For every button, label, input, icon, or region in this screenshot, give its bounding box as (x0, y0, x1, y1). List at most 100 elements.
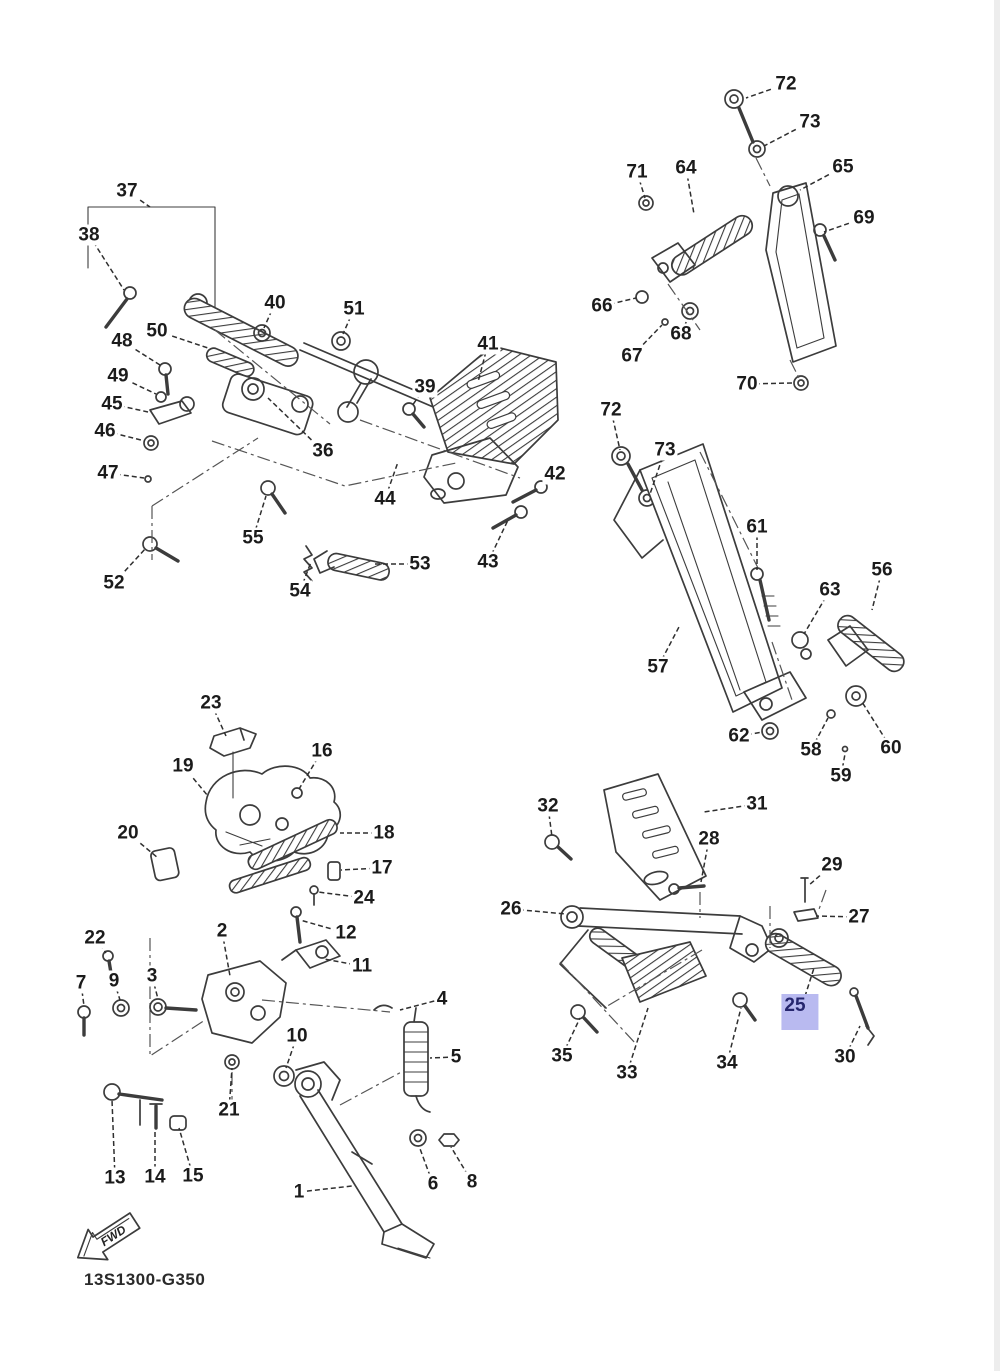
callout-65[interactable]: 65 (830, 156, 856, 178)
callout-34[interactable]: 34 (714, 1052, 740, 1074)
callout-17[interactable]: 17 (369, 857, 395, 879)
callout-16[interactable]: 16 (309, 740, 335, 762)
callout-29[interactable]: 29 (819, 854, 845, 876)
callout-69[interactable]: 69 (851, 207, 877, 229)
callout-22[interactable]: 22 (82, 927, 108, 949)
callout-72-mid[interactable]: 72 (598, 399, 624, 421)
callout-14[interactable]: 14 (142, 1166, 168, 1188)
callout-13[interactable]: 13 (102, 1167, 128, 1189)
callout-5[interactable]: 5 (448, 1046, 464, 1068)
callout-36[interactable]: 36 (310, 440, 336, 462)
leader-line-20 (127, 832, 159, 859)
callout-1[interactable]: 1 (291, 1181, 307, 1203)
callout-21[interactable]: 21 (216, 1099, 242, 1121)
leader-line-45 (111, 403, 149, 413)
left-footrest-bracket-art (611, 443, 905, 753)
callout-20[interactable]: 20 (115, 822, 141, 844)
callout-58[interactable]: 58 (798, 739, 824, 761)
callout-46[interactable]: 46 (92, 420, 118, 442)
callout-45[interactable]: 45 (99, 393, 125, 415)
leader-line-54 (299, 561, 312, 592)
callout-10[interactable]: 10 (284, 1025, 310, 1047)
callout-61[interactable]: 61 (744, 516, 770, 538)
callout-25-highlighted[interactable]: 25 (781, 994, 819, 1030)
callout-26[interactable]: 26 (498, 898, 524, 920)
leader-line-29 (807, 864, 833, 887)
callout-39[interactable]: 39 (412, 376, 438, 398)
leader-line-10 (285, 1035, 298, 1069)
callout-53[interactable]: 53 (407, 553, 433, 575)
callout-35[interactable]: 35 (549, 1045, 575, 1067)
callout-67[interactable]: 67 (619, 345, 645, 367)
leader-line-69 (823, 217, 865, 233)
rear-bracket-art (150, 727, 342, 906)
callout-7[interactable]: 7 (73, 972, 89, 994)
callout-55[interactable]: 55 (240, 527, 266, 549)
callout-24[interactable]: 24 (351, 887, 377, 909)
callout-43[interactable]: 43 (475, 551, 501, 573)
leader-line-44 (384, 461, 399, 500)
callout-18[interactable]: 18 (371, 822, 397, 844)
diagram-code: 13S1300-G350 (84, 1270, 206, 1289)
callout-47[interactable]: 47 (95, 462, 121, 484)
leader-line-72-top (745, 83, 787, 99)
callout-23[interactable]: 23 (198, 692, 224, 714)
callout-3[interactable]: 3 (144, 965, 160, 987)
callout-38[interactable]: 38 (76, 224, 102, 246)
callout-37[interactable]: 37 (114, 180, 140, 202)
gearshift-linkage-art (87, 206, 559, 595)
callout-49[interactable]: 49 (105, 365, 131, 387)
callout-15[interactable]: 15 (180, 1165, 206, 1187)
callout-68[interactable]: 68 (668, 323, 694, 345)
callout-44[interactable]: 44 (372, 488, 398, 510)
callout-19[interactable]: 19 (170, 755, 196, 777)
callout-71[interactable]: 71 (624, 161, 650, 183)
rear-footrest-art (544, 773, 875, 1046)
callout-28[interactable]: 28 (696, 828, 722, 850)
callout-41[interactable]: 41 (475, 333, 501, 355)
leader-line-13 (111, 1099, 116, 1179)
callout-54[interactable]: 54 (287, 580, 313, 602)
callout-70[interactable]: 70 (734, 373, 760, 395)
callout-57[interactable]: 57 (645, 656, 671, 678)
leader-line-72-mid (610, 409, 621, 451)
callout-59[interactable]: 59 (828, 765, 854, 787)
callout-50[interactable]: 50 (144, 320, 170, 342)
leader-line-19 (182, 765, 209, 797)
callout-2[interactable]: 2 (214, 920, 230, 942)
callout-31[interactable]: 31 (744, 793, 770, 815)
callout-72-top[interactable]: 72 (773, 73, 799, 95)
callout-73-mid[interactable]: 73 (652, 439, 678, 461)
callout-48[interactable]: 48 (109, 330, 135, 352)
callout-51[interactable]: 51 (341, 298, 367, 320)
callout-66[interactable]: 66 (589, 295, 615, 317)
callout-62[interactable]: 62 (726, 725, 752, 747)
leader-line-56 (871, 569, 883, 611)
callout-27[interactable]: 27 (846, 906, 872, 928)
leader-line-33 (626, 1007, 649, 1074)
callout-11[interactable]: 11 (349, 955, 375, 977)
leader-line-11 (323, 958, 363, 967)
callout-63[interactable]: 63 (817, 579, 843, 601)
callout-32[interactable]: 32 (535, 795, 561, 817)
leader-line-6 (418, 1145, 434, 1185)
leader-line-8 (450, 1146, 473, 1183)
callout-4[interactable]: 4 (434, 988, 450, 1010)
callout-52[interactable]: 52 (101, 572, 127, 594)
leader-line-58 (810, 717, 829, 751)
callout-12[interactable]: 12 (333, 922, 359, 944)
callout-8[interactable]: 8 (464, 1171, 480, 1193)
callout-6[interactable]: 6 (425, 1173, 441, 1195)
callout-40[interactable]: 40 (262, 292, 288, 314)
callout-73-top[interactable]: 73 (797, 111, 823, 133)
leader-line-23 (210, 702, 227, 737)
callout-60[interactable]: 60 (878, 737, 904, 759)
callout-56[interactable]: 56 (869, 559, 895, 581)
leader-line-49 (117, 375, 157, 395)
callout-42[interactable]: 42 (542, 463, 568, 485)
callout-64[interactable]: 64 (673, 157, 699, 179)
callout-30[interactable]: 30 (832, 1046, 858, 1068)
callout-9[interactable]: 9 (106, 970, 122, 992)
callout-33[interactable]: 33 (614, 1062, 640, 1084)
